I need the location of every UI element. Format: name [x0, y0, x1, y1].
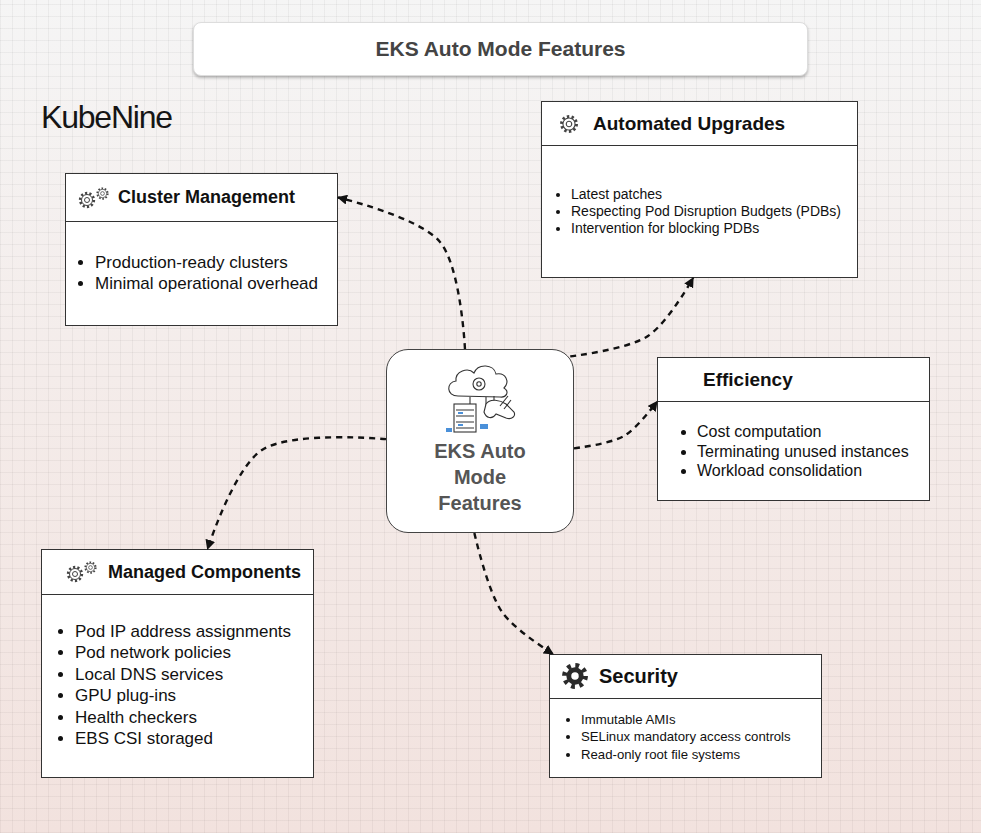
hub-title: EKS Auto Mode Features — [421, 438, 539, 516]
bullet-item: Pod network policies — [75, 642, 309, 663]
feature-box: EfficiencyCost computationTerminating un… — [657, 357, 930, 501]
box-heading: Security — [550, 655, 821, 699]
dashed-connector — [474, 533, 553, 654]
bullet-list: Cost computationTerminating unused insta… — [658, 402, 929, 481]
feature-box: Managed ComponentsPod IP address assignm… — [41, 549, 314, 778]
bullet-item: Cost computation — [697, 422, 925, 442]
bullet-item: Production-ready clusters — [95, 252, 333, 273]
dashed-connector — [338, 197, 465, 349]
logo-text: KubeNine — [41, 99, 172, 136]
bullet-item: EBS CSI storaged — [75, 728, 309, 749]
bullet-item: SELinux mandatory access controls — [581, 728, 817, 745]
box-heading: Efficiency — [658, 358, 929, 402]
dashed-connector — [208, 437, 386, 549]
feature-box: Automated UpgradesLatest patchesRespecti… — [541, 101, 858, 278]
bullet-list: Pod IP address assignmentsPod network po… — [42, 595, 313, 749]
bullet-list: Production-ready clustersMinimal operati… — [66, 222, 337, 294]
bullet-item: Local DNS services — [75, 664, 309, 685]
feature-box: Cluster ManagementProduction-ready clust… — [65, 173, 338, 326]
bullet-item: Respecting Pod Disruption Budgets (PDBs) — [571, 203, 853, 220]
dashed-connector — [570, 278, 693, 356]
bullet-item: Terminating unused instances — [697, 442, 925, 462]
dashed-connector — [574, 402, 657, 449]
bullet-item: Minimal operational overhead — [95, 273, 333, 294]
bullet-item: Immutable AMIs — [581, 711, 817, 728]
title-box: EKS Auto Mode Features — [193, 22, 808, 76]
box-heading: Managed Components — [42, 550, 313, 595]
hub-box: EKS Auto Mode Features — [386, 349, 574, 533]
bullet-item: GPU plug-ins — [75, 685, 309, 706]
feature-box: SecurityImmutable AMIsSELinux mandatory … — [549, 654, 822, 778]
bullet-item: Latest patches — [571, 186, 853, 203]
bullet-item: Workload consolidation — [697, 461, 925, 481]
bullet-item: Pod IP address assignments — [75, 621, 309, 642]
bullet-item: Intervention for blocking PDBs — [571, 220, 853, 237]
box-heading: Automated Upgrades — [542, 102, 857, 146]
bullet-item: Health checkers — [75, 707, 309, 728]
bullet-list: Latest patchesRespecting Pod Disruption … — [542, 146, 857, 237]
bullet-list: Immutable AMIsSELinux mandatory access c… — [550, 699, 821, 763]
bullet-item: Read-only root file systems — [581, 746, 817, 763]
box-heading: Cluster Management — [66, 174, 337, 222]
